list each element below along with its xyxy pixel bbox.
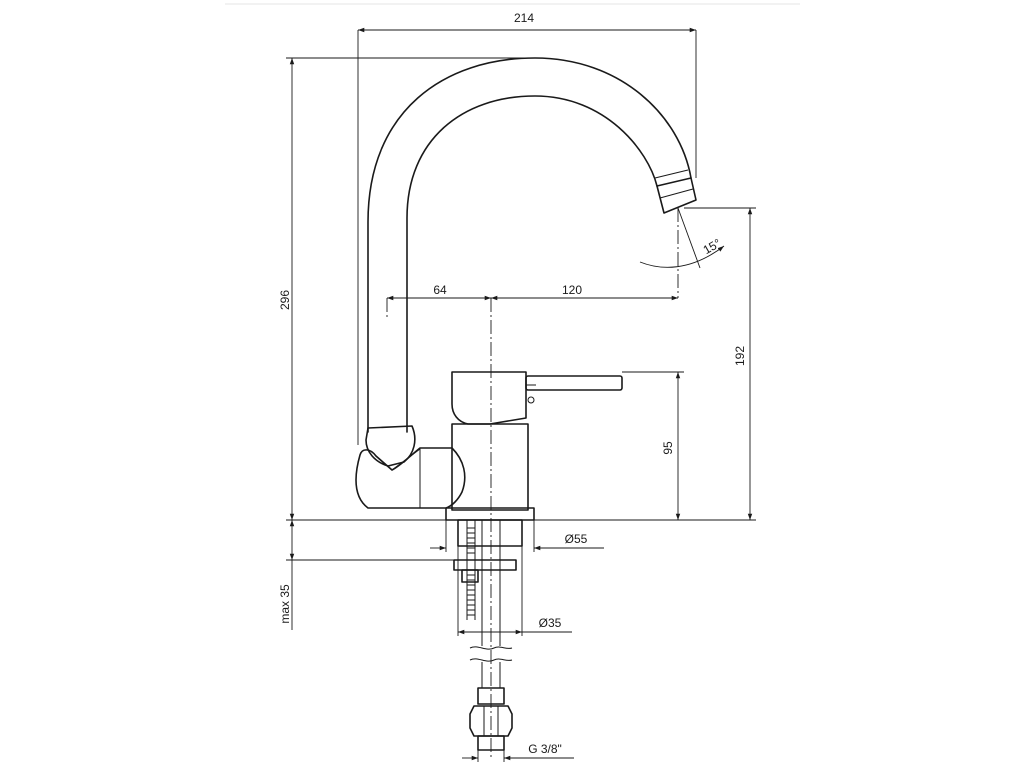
lever-handle — [525, 375, 623, 391]
nozzle-ring — [659, 188, 694, 199]
dim-label-max35: max 35 — [278, 584, 292, 624]
dim-label-64: 64 — [433, 283, 447, 297]
lever-screw — [527, 396, 535, 404]
dim-offsets: 64 120 — [387, 283, 678, 301]
dim-label-o35: Ø35 — [539, 616, 562, 630]
dim-label-95: 95 — [661, 441, 675, 455]
threaded-stud — [467, 527, 475, 616]
dim-connection: G 3/8" — [462, 742, 574, 762]
dim-base-diameter: Ø55 — [430, 520, 604, 552]
dim-label-296: 296 — [278, 290, 292, 310]
dim-body-height: 95 — [622, 371, 684, 520]
faucet-outline — [355, 57, 697, 751]
dim-label-g38: G 3/8" — [528, 742, 562, 756]
dim-angle: 15° — [639, 207, 725, 269]
dim-max-thickness: max 35 — [278, 520, 454, 630]
dim-label-o55: Ø55 — [565, 532, 588, 546]
dim-label-15: 15° — [701, 236, 724, 257]
dim-label-120: 120 — [562, 283, 582, 297]
swivel-inner — [375, 448, 421, 471]
mounting-plate — [453, 559, 517, 571]
hose-break-bottom — [469, 658, 513, 662]
nozzle-ring-2 — [654, 169, 689, 179]
dim-overall-width: 214 — [357, 11, 697, 445]
dim-label-214: 214 — [514, 11, 534, 25]
lever-head — [451, 371, 527, 425]
spout-nozzle — [656, 177, 697, 214]
stud-body — [457, 519, 523, 547]
hose-break-top — [469, 646, 513, 650]
spout-inner — [406, 95, 658, 433]
dim-spout-height: 192 — [534, 207, 756, 521]
connector-nut — [469, 705, 513, 737]
swivel-collar — [365, 425, 416, 467]
dim-overall-height: 296 — [278, 57, 535, 521]
dim-hole-diameter: Ø35 — [457, 546, 572, 636]
mounting-nut — [461, 569, 479, 583]
dim-label-192: 192 — [733, 346, 747, 366]
